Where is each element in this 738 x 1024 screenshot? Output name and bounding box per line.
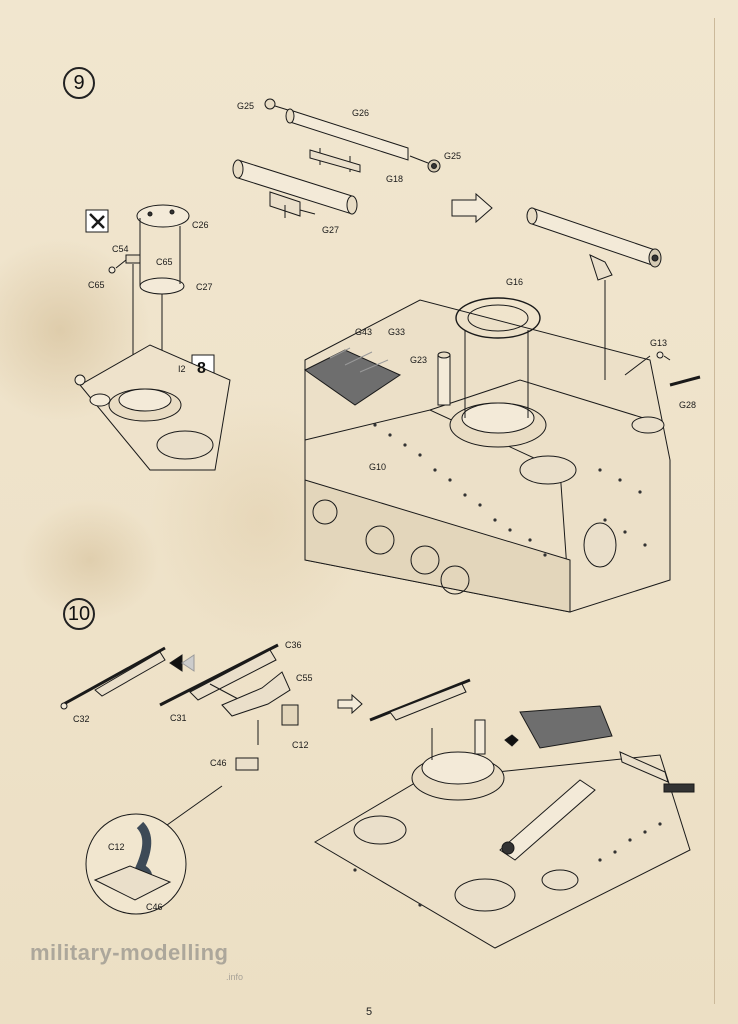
step-10-badge: 10	[63, 598, 95, 630]
part-g13-g28	[624, 351, 701, 387]
label-c32: C32	[73, 714, 90, 724]
turret-ring-g16	[455, 297, 541, 339]
machine-gun-c31	[159, 643, 279, 707]
cement-warning-icon	[85, 209, 109, 233]
step10-arrow-left	[169, 654, 183, 672]
label-detail-c12: C12	[108, 842, 125, 852]
label-c65-a: C65	[156, 257, 173, 267]
assembled-launcher	[526, 207, 662, 380]
label-c54: C54	[112, 244, 129, 254]
watermark-suffix: .info	[226, 972, 244, 982]
part-g25-left	[264, 98, 276, 110]
hull-assembly-step10	[314, 678, 695, 949]
step-9-number: 9	[73, 71, 85, 94]
label-i2: I2	[178, 364, 186, 374]
step-10-number: 10	[67, 602, 91, 625]
label-g10: G10	[369, 462, 386, 472]
label-c12: C12	[292, 740, 309, 750]
launcher-tube-g27	[232, 159, 358, 218]
label-c26: C26	[192, 220, 209, 230]
label-g25-left: G25	[237, 101, 254, 111]
label-c31: C31	[170, 713, 187, 723]
page-number: 5	[365, 1006, 373, 1018]
hull-assembly-step9	[304, 297, 671, 613]
label-c36: C36	[285, 640, 302, 650]
label-c55: C55	[296, 673, 313, 683]
part-c12	[281, 704, 299, 726]
label-g16: G16	[506, 277, 523, 287]
turret-deck-left	[74, 344, 231, 471]
step9-arrow	[451, 192, 493, 224]
machine-gun-c32	[60, 646, 166, 710]
label-g26: G26	[352, 108, 369, 118]
label-g43: G43	[355, 327, 372, 337]
label-g33: G33	[388, 327, 405, 337]
label-g13: G13	[650, 338, 667, 348]
hatch-parts-c26-c27	[136, 204, 190, 295]
label-c27: C27	[196, 282, 213, 292]
label-detail-c46: C46	[146, 902, 163, 912]
detail-callout	[85, 785, 223, 915]
label-g27: G27	[322, 225, 339, 235]
label-g28: G28	[679, 400, 696, 410]
label-g23: G23	[410, 355, 427, 365]
part-c46	[235, 757, 259, 771]
label-g18: G18	[386, 174, 403, 184]
watermark-logo: military-modelling	[30, 940, 229, 965]
step-9-badge: 9	[63, 67, 95, 99]
launcher-tube-g26	[285, 108, 409, 173]
label-c65-b: C65	[88, 280, 105, 290]
gun-mount-c55	[221, 671, 299, 771]
part-labels: G25 G26 G25 G18 G27 C26 C54 C65 C65 C27 …	[73, 101, 696, 912]
label-ref-8: 8	[197, 360, 206, 377]
step10-arrow-right	[337, 693, 363, 715]
page-frame	[20, 18, 715, 1004]
label-c46: C46	[210, 758, 227, 768]
label-g25-right: G25	[444, 151, 461, 161]
